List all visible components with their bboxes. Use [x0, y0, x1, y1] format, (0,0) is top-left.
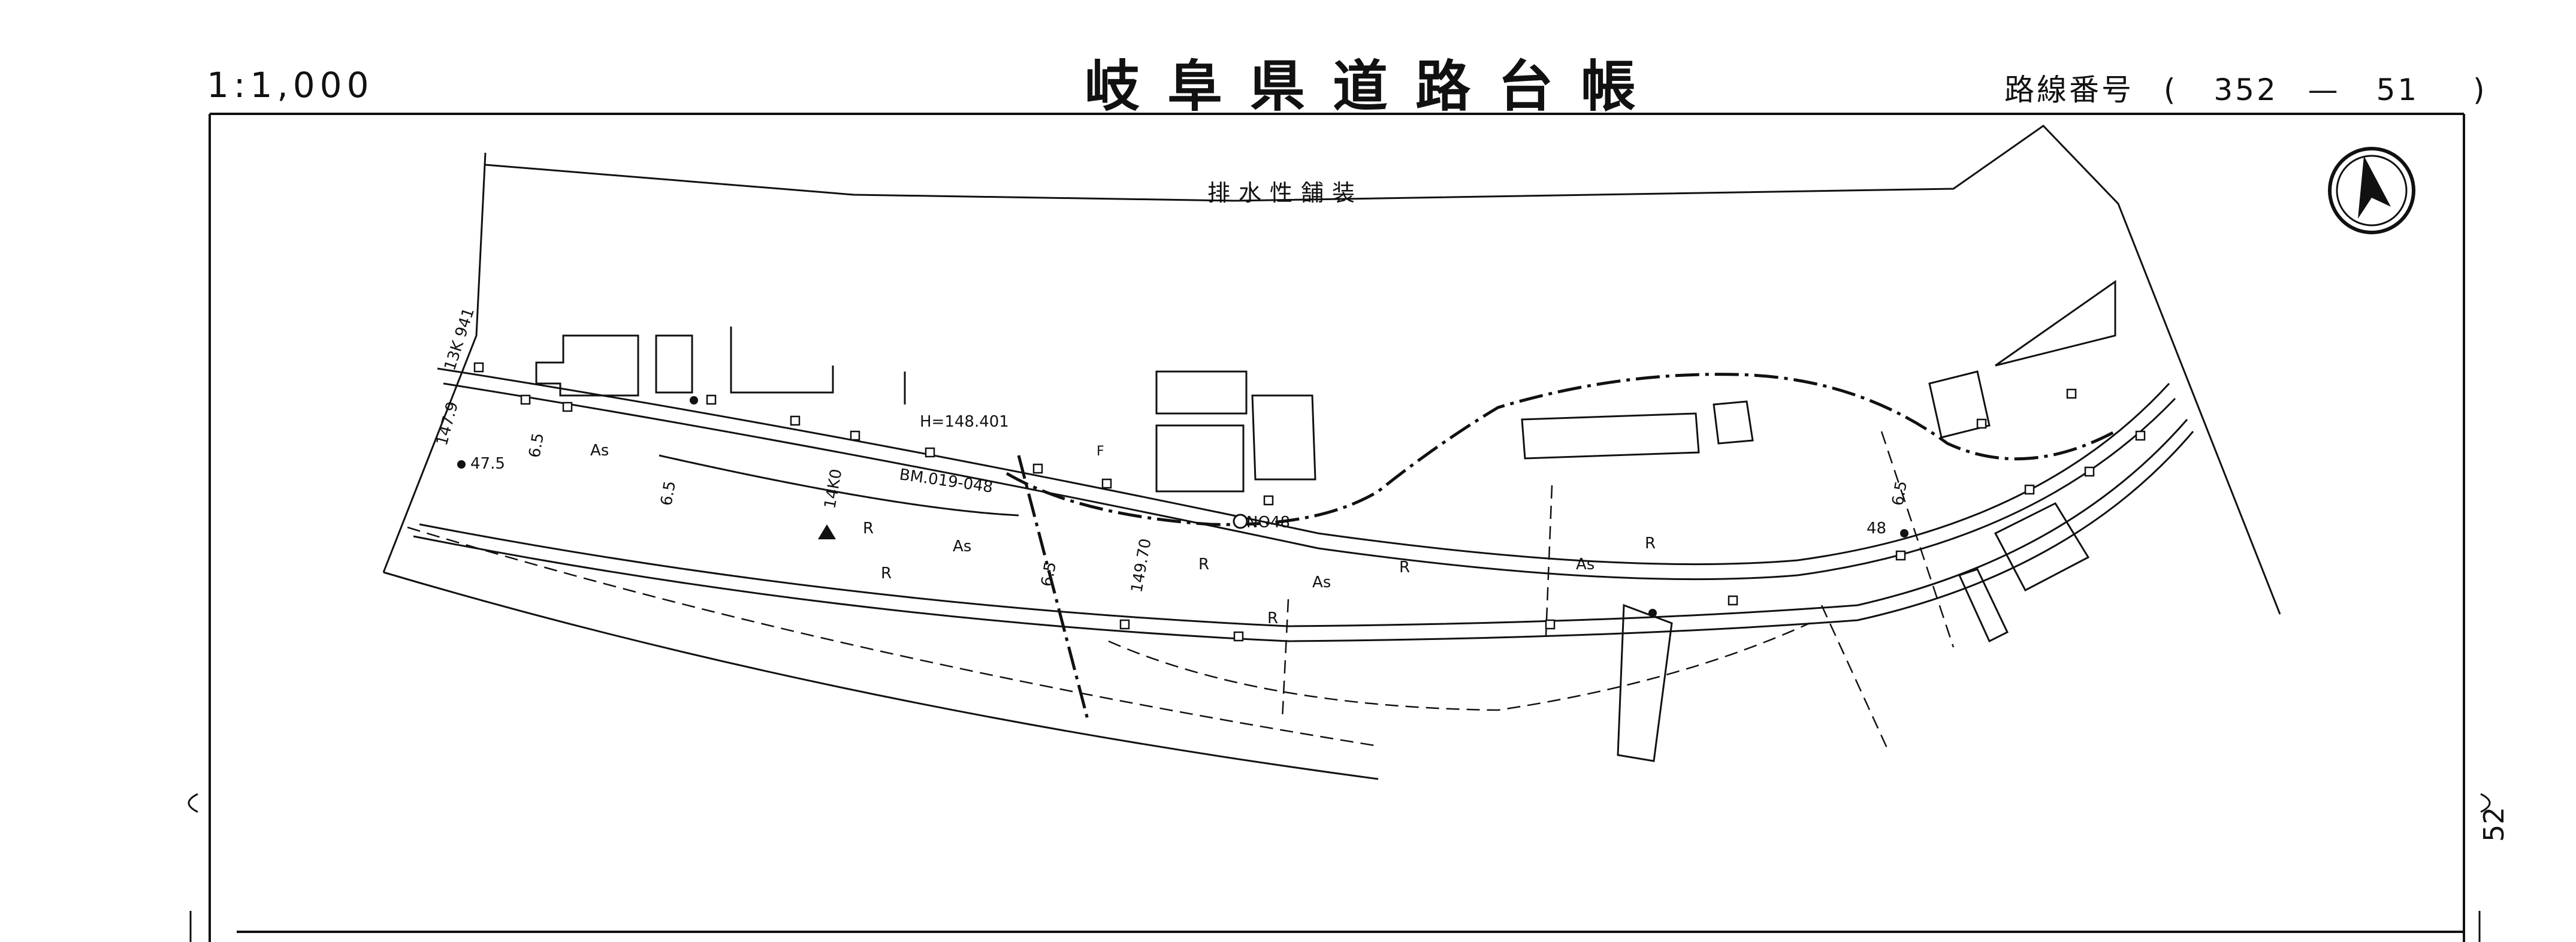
benchmark-triangle	[818, 524, 836, 539]
route-close-paren: )	[2473, 73, 2487, 107]
map-scale: 1:1,000	[207, 65, 374, 105]
station-147-label: 147.9	[433, 400, 462, 448]
dimension-label: 6.5	[657, 479, 680, 507]
pavement-as-label: As	[953, 538, 971, 555]
route-prefix: 路線番号	[2004, 73, 2134, 107]
station-149-label: 149.70	[1128, 537, 1155, 594]
pavement-r-label: R	[881, 564, 892, 582]
dimension-label: 6.5	[526, 431, 548, 459]
station-no48-marker	[1233, 514, 1248, 529]
pavement-r-label: R	[1267, 609, 1278, 627]
margin-marks	[188, 793, 2491, 942]
buildings	[535, 280, 2116, 762]
pavement-as-label: As	[1576, 555, 1594, 573]
alignment-chain-line	[1005, 373, 2116, 720]
dimension-label: 6.5	[1038, 560, 1060, 588]
station-48-label: 48	[1867, 520, 1886, 538]
route-number-a: 352	[2213, 73, 2278, 107]
elevation-label: H=148.401	[920, 413, 1009, 431]
route-number-b: 51	[2376, 73, 2420, 107]
route-open-paren: (	[2163, 73, 2178, 107]
route-number: 路線番号 ( 352 — 51 )	[2004, 66, 2487, 109]
pavement-as-label: As	[590, 442, 609, 460]
station-no48-label: NO48	[1246, 514, 1290, 532]
sign-markers	[473, 362, 2146, 642]
km-label: 13K 941	[441, 306, 478, 373]
map-frame	[209, 113, 2465, 942]
road-lines	[383, 367, 2194, 780]
pavement-r-label: R	[1399, 558, 1410, 576]
dimension-label: 6.5	[1889, 479, 1911, 507]
north-arrow-icon	[2328, 147, 2415, 234]
km2-label: 14K0	[821, 467, 845, 510]
survey-points	[457, 396, 1908, 617]
f-label: F	[1097, 444, 1104, 459]
survey-boundary	[382, 125, 2281, 615]
page-title: 岐阜県道路台帳	[1085, 54, 1664, 119]
pavement-r-label: R	[863, 520, 874, 538]
pavement-r-label: R	[1645, 535, 1656, 552]
station-47-label: 47.5	[470, 455, 505, 473]
pavement-as-label: As	[1312, 573, 1331, 591]
pavement-note: 排水性舗装	[1207, 180, 1363, 206]
benchmark-label: BM.019-048	[898, 466, 994, 497]
pavement-r-label: R	[1198, 555, 1209, 573]
dashed-boundaries	[407, 431, 1955, 750]
route-dash: —	[2308, 73, 2341, 107]
